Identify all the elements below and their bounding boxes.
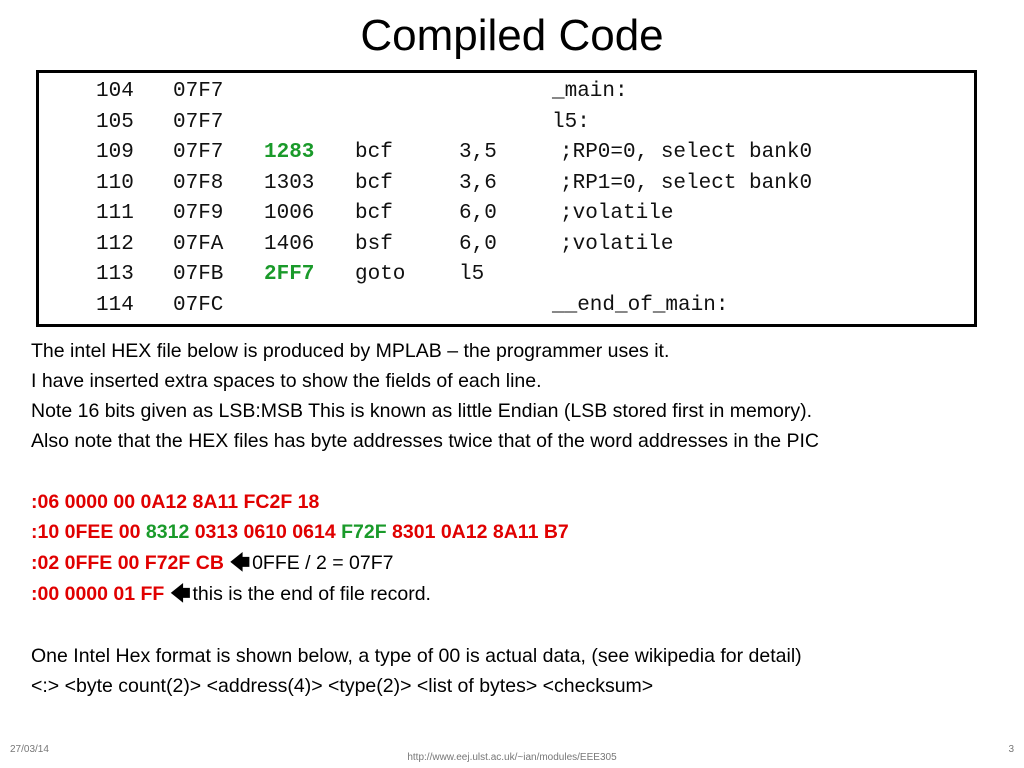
code-line: 104 07F7 _main: xyxy=(39,77,974,107)
code-address: 07FC xyxy=(173,293,224,317)
code-opcode: 1303 xyxy=(264,171,315,195)
code-address: 07F7 xyxy=(173,80,224,103)
code-address: 07FB xyxy=(173,263,224,286)
code-line-number: 109 xyxy=(96,141,134,164)
hex-line-4-note: this is the end of file record. xyxy=(192,583,431,605)
hex-line-2-suffix: 8301 0A12 8A11 B7 xyxy=(386,521,569,543)
arrow-left-icon: 🡄 xyxy=(229,552,251,574)
code-line: 112 07FA 1406 bsf 6,0 ;volatile xyxy=(39,230,974,260)
code-line: 111 07F9 1006 bcf 6,0 ;volatile xyxy=(39,199,974,229)
explanation-line-1: The intel HEX file below is produced by … xyxy=(31,340,670,362)
code-line: 114 07FC __end_of_main: xyxy=(39,291,974,321)
code-mnemonic: bcf xyxy=(355,141,393,164)
code-address: 07F8 xyxy=(173,171,224,195)
explanation-line-2: I have inserted extra spaces to show the… xyxy=(31,370,542,392)
code-line: 110 07F8 1303 bcf 3,6 ;RP1=0, select bank0 xyxy=(39,169,974,199)
code-address: 07F7 xyxy=(173,110,224,134)
footer-page-number: 3 xyxy=(1008,744,1014,755)
code-comment: ;volatile xyxy=(560,232,674,256)
hex-line-2-middle: 0313 0610 0614 xyxy=(189,521,342,543)
code-mnemonic: goto xyxy=(355,263,406,286)
code-opcode: 1283 xyxy=(264,141,315,164)
hex-line-2: :10 0FEE 00 8312 0313 0610 0614 F72F 830… xyxy=(31,517,569,547)
code-mnemonic: bsf xyxy=(355,232,393,256)
code-address: 07F7 xyxy=(173,141,224,164)
code-operand: 6,0 xyxy=(459,232,497,256)
hex-line-3-text: :02 0FFE 00 F72F CB xyxy=(31,552,224,574)
code-line-number: 112 xyxy=(96,232,134,256)
hex-line-2-prefix: :10 0FEE 00 xyxy=(31,521,146,543)
code-mnemonic: bcf xyxy=(355,171,393,195)
code-line-number: 110 xyxy=(96,171,134,195)
hex-line-2-highlight-1: 8312 xyxy=(145,521,190,543)
code-label: __end_of_main: xyxy=(552,293,729,317)
code-line: 109 07F7 1283 bcf 3,5 ;RP0=0, select bank0 xyxy=(39,138,974,168)
code-address: 07F9 xyxy=(173,202,224,225)
hex-line-1-text: :06 0000 00 0A12 8A11 FC2F 18 xyxy=(31,491,320,513)
code-operand: 3,5 xyxy=(459,141,497,164)
code-label: _main: xyxy=(552,80,628,103)
code-comment: ;volatile xyxy=(560,202,674,225)
code-operand: l5 xyxy=(459,263,485,286)
code-label: l5: xyxy=(552,110,590,134)
code-comment: ;RP0=0, select bank0 xyxy=(560,141,813,164)
footer-url: http://www.eej.ulst.ac.uk/~ian/modules/E… xyxy=(407,752,617,763)
compiled-code-box: 104 07F7 _main: 105 07F7 l5: 109 07F7 1283 bcf 3,5… xyxy=(36,70,977,327)
code-line-number: 104 xyxy=(96,80,134,103)
hex-line-4-text: :00 0000 01 FF xyxy=(31,583,165,605)
hex-line-3: :02 0FFE 00 F72F CB🡄0FFE / 2 = 07F7 xyxy=(31,548,394,578)
code-mnemonic: bcf xyxy=(355,202,393,225)
footer-date: 27/03/14 xyxy=(10,744,49,755)
hex-line-3-note: 0FFE / 2 = 07F7 xyxy=(252,552,394,574)
hex-line-2-highlight-2: F72F xyxy=(341,521,387,543)
code-opcode: 1006 xyxy=(264,202,315,225)
code-line: 105 07F7 l5: xyxy=(39,108,974,138)
code-line-number: 105 xyxy=(96,110,134,134)
arrow-left-icon: 🡄 xyxy=(170,583,191,605)
slide-title: Compiled Code xyxy=(360,11,664,60)
hex-line-1: :06 0000 00 0A12 8A11 FC2F 18 xyxy=(31,487,319,517)
code-opcode: 1406 xyxy=(264,232,315,256)
code-operand: 6,0 xyxy=(459,202,497,225)
code-opcode: 2FF7 xyxy=(264,263,315,286)
format-note: One Intel Hex format is shown below, a t… xyxy=(31,645,802,667)
code-comment: ;RP1=0, select bank0 xyxy=(560,171,813,195)
code-operand: 3,6 xyxy=(459,171,497,195)
code-line-number: 111 xyxy=(96,202,134,225)
code-line: 113 07FB 2FF7 goto l5 xyxy=(39,260,974,290)
explanation-line-3: Note 16 bits given as LSB:MSB This is kn… xyxy=(31,400,813,422)
format-fields: <:> <byte count(2)> <address(4)> <type(2… xyxy=(31,675,654,697)
code-line-number: 114 xyxy=(96,293,134,317)
explanation-line-4: Also note that the HEX files has byte ad… xyxy=(31,430,820,452)
hex-line-4: :00 0000 01 FF🡄this is the end of file r… xyxy=(31,579,431,609)
code-address: 07FA xyxy=(173,232,224,256)
code-line-number: 113 xyxy=(96,263,134,286)
